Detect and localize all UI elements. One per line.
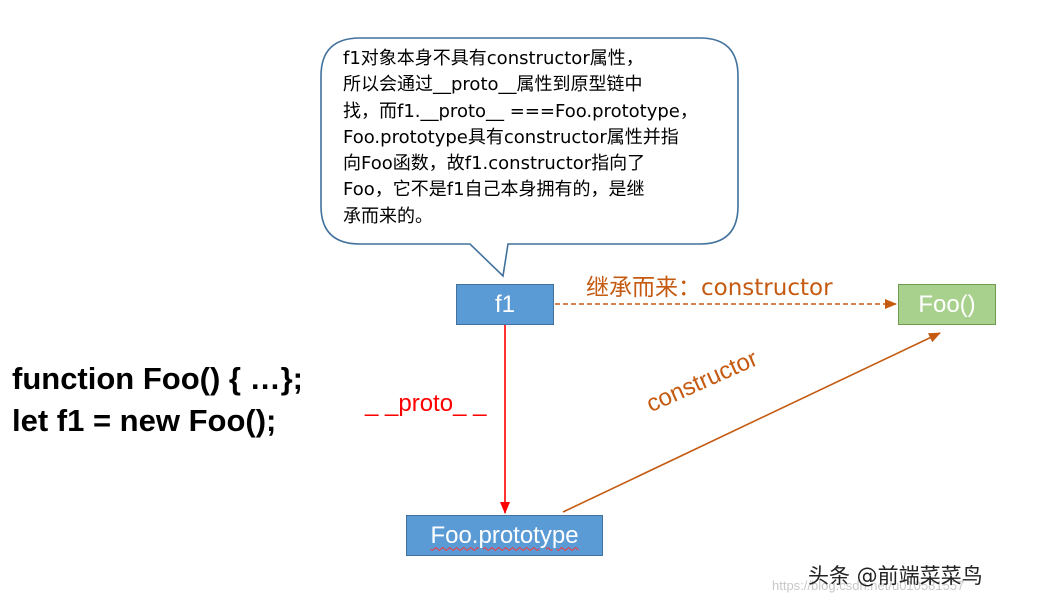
callout-text: f1对象本身不具有constructor属性， 所以会通过__proto__属性… <box>343 46 721 230</box>
code-line: function Foo() { …}; <box>12 361 303 396</box>
inherited-constructor-label: 继承而来：constructor <box>586 275 833 301</box>
constructor-arrow <box>562 332 941 513</box>
node-foo-prototype-label: Foo.prototype <box>430 521 579 549</box>
node-foo-prototype: Foo.prototype <box>406 515 603 556</box>
code-line: let f1 = new Foo(); <box>12 403 277 438</box>
node-f1-label: f1 <box>494 290 515 318</box>
watermark: 头条 @前端菜菜鸟 <box>808 564 983 588</box>
node-f1: f1 <box>456 284 554 325</box>
callout-line: 所以会通过__proto__属性到原型链中 <box>343 74 643 96</box>
callout-line: f1对象本身不具有constructor属性， <box>343 48 644 69</box>
node-foo-label: Foo() <box>918 290 976 318</box>
callout-line: Foo，它不是f1自己本身拥有的，是继 <box>343 179 645 201</box>
callout-line: 找，而f1.__proto__ ===Foo.prototype， <box>343 100 698 122</box>
callout-line: 承而来的。 <box>343 205 433 227</box>
callout-line: 向Foo函数，故f1.constructor指向了 <box>343 153 646 175</box>
watermark-url: https://blog.csdn.net/u010581557 <box>772 578 965 593</box>
proto-label: _ _proto_ _ <box>365 390 487 417</box>
callout-bubble <box>320 37 739 278</box>
node-foo-function: Foo() <box>898 284 996 325</box>
code-snippet: function Foo() { …}; let f1 = new Foo(); <box>12 358 303 442</box>
callout-line: Foo.prototype具有constructor属性并指 <box>343 126 679 148</box>
